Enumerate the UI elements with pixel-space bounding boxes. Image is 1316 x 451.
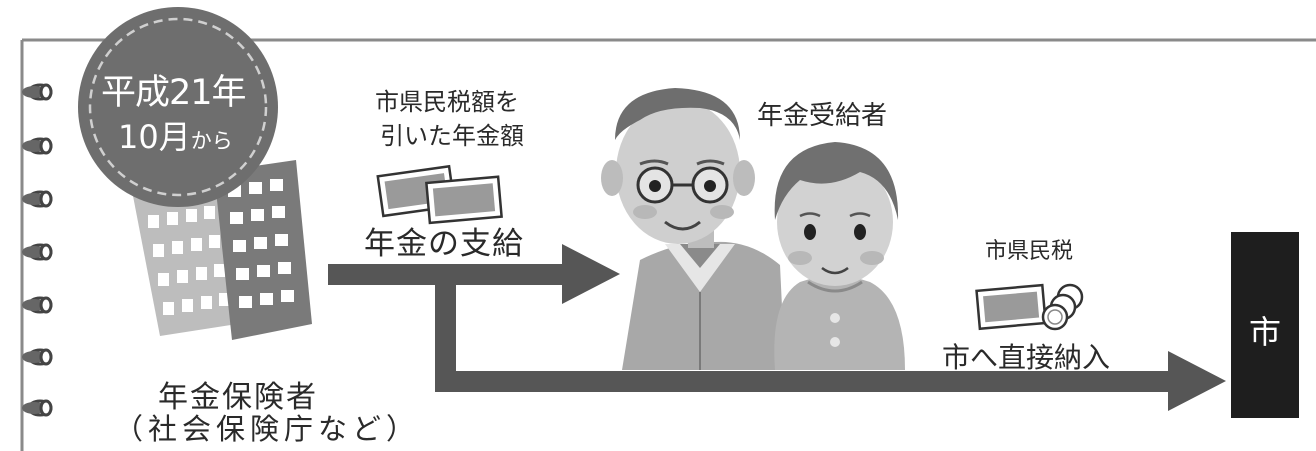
payment-label: 年金の支給 [364, 226, 524, 262]
badge-month: 10月 [118, 118, 191, 156]
tax-label: 市県民税 [985, 239, 1074, 264]
branch-arrow-vertical [435, 274, 456, 392]
recipients-label: 年金受給者 [757, 101, 888, 131]
spiral-binding-icon [22, 83, 53, 417]
insurer-sublabel: （社会保険庁など） [114, 412, 421, 446]
direct-payment-label: 市へ直接納入 [942, 341, 1111, 374]
tax-arrow-shaft [435, 371, 1180, 392]
deduction-label-line1: 市県民税額を [375, 88, 519, 116]
badge-date-line2: 10月から [118, 112, 233, 158]
deduction-label-line2: 引いた年金額 [380, 122, 524, 150]
insurer-label: 年金保険者 [158, 380, 318, 415]
badge-date-line1: 平成21年 [101, 73, 247, 113]
badge-from: から [190, 129, 233, 153]
city-label: 市 [1248, 313, 1281, 351]
tax-money-icon [975, 283, 1084, 331]
pension-money-icon [376, 164, 503, 225]
tax-arrow-head [1168, 351, 1226, 411]
payment-arrow-head [562, 244, 620, 304]
elderly-couple-illustration [601, 88, 905, 370]
city-box: 市 [1231, 232, 1299, 418]
date-badge [78, 7, 278, 207]
flow-arrows [328, 244, 1226, 411]
